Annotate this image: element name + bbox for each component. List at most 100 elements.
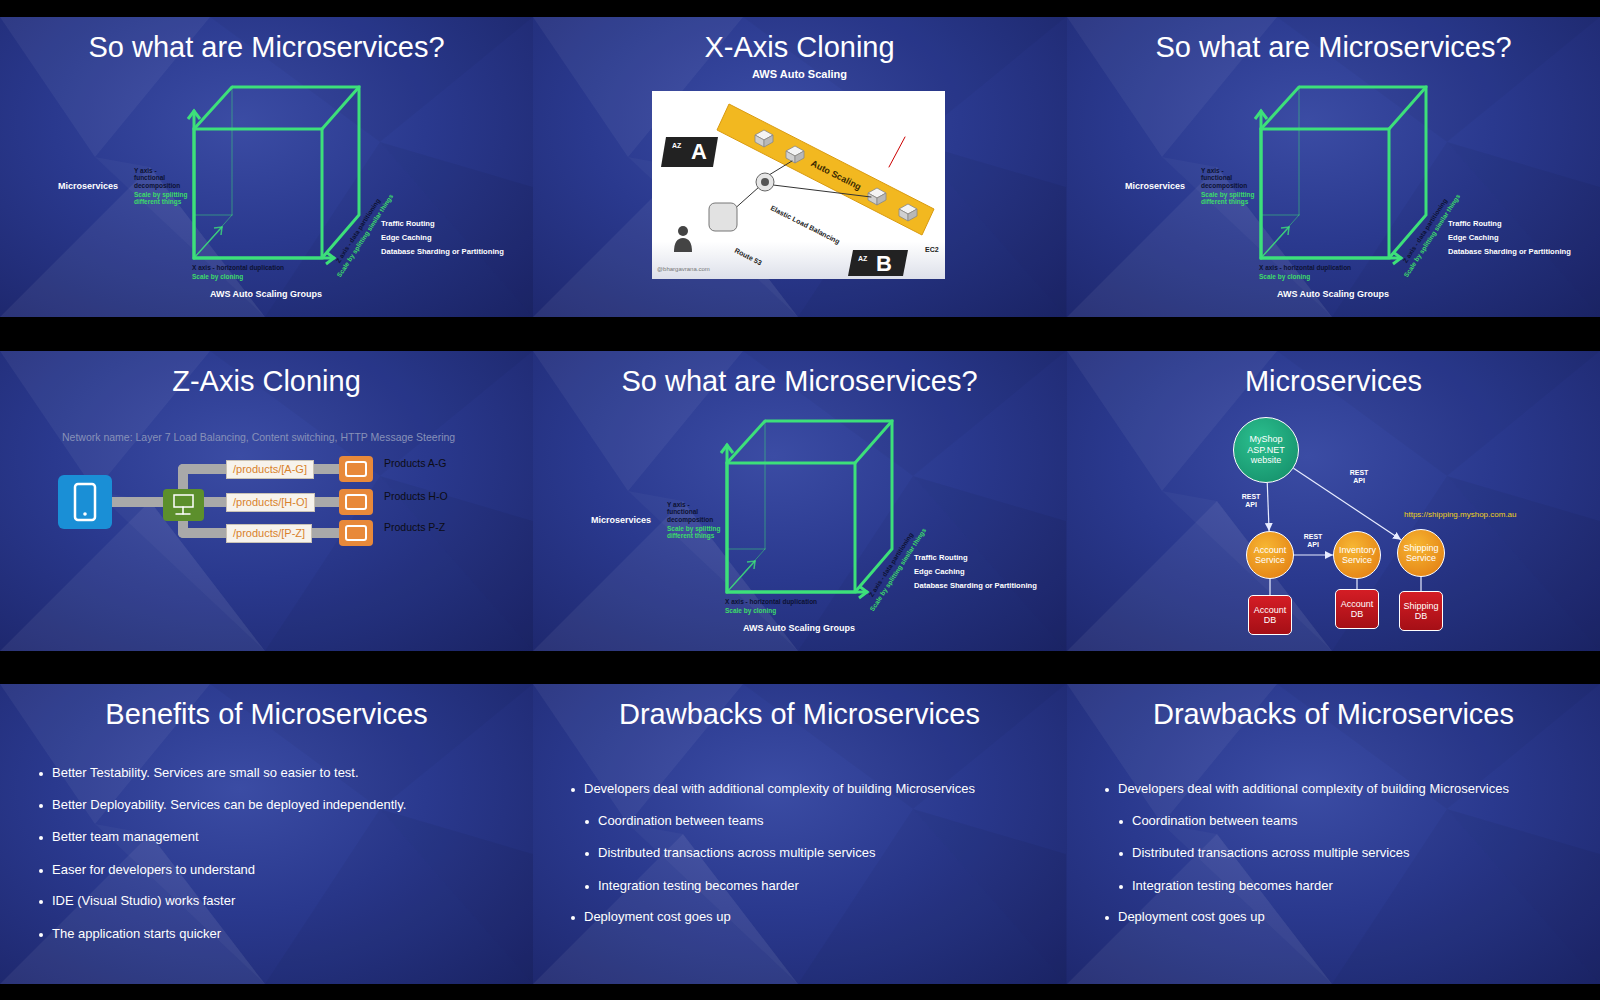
person-head: [678, 226, 688, 236]
connector: [1293, 468, 1401, 539]
bullet-text: The application starts quicker: [52, 927, 221, 942]
slide-title: So what are Microservices?: [1067, 31, 1600, 64]
edge-label: REST API: [1240, 493, 1262, 508]
node-text: Account DB: [1338, 599, 1376, 620]
hidden-edge: [765, 421, 766, 549]
x-axis-arrow: [1261, 257, 1401, 260]
cube-edge: [322, 87, 359, 129]
watermark: @bhargavrana.com: [657, 266, 710, 273]
slide-title: Microservices: [1067, 365, 1600, 398]
route-box: /products/[H-O]: [226, 493, 315, 512]
x-axis-arrow: [727, 591, 867, 594]
z-axis-arrow: [194, 227, 222, 258]
bullet-text: Better Deployability. Services can be de…: [52, 798, 406, 813]
cube-edge: [194, 87, 232, 129]
arrow-head: [859, 586, 867, 598]
bullet-dot: [585, 885, 589, 889]
arrow-head: [1281, 227, 1289, 235]
arrow-head: [721, 445, 733, 453]
axis-name: Z axis - data partitioning: [325, 183, 391, 279]
bullet-text: Developers deal with additional complexi…: [584, 782, 975, 797]
slide-content: Drawbacks of MicroservicesDevelopers dea…: [533, 684, 1067, 984]
bullet-dot: [39, 772, 43, 776]
axis-name: X axis - horizontal duplication: [192, 264, 284, 271]
network-note: Network name: Layer 7 Load Balancing, Co…: [62, 431, 455, 443]
zone-tag: AZ: [672, 142, 681, 150]
axis-note: Scale by splitting different things: [667, 525, 721, 540]
cube-back: [1299, 87, 1426, 258]
arrow-head: [1255, 111, 1267, 119]
z-axis-arrow: [727, 561, 755, 592]
server-screen: [346, 526, 366, 540]
arrow-head: [326, 252, 334, 264]
bullet-dot: [1105, 788, 1109, 792]
server-icon: [339, 520, 373, 546]
background-facet: [1332, 476, 1600, 651]
bullet-dot: [1119, 852, 1123, 856]
bullet-dot: [39, 804, 43, 808]
axis-caption: Edge Caching: [1448, 234, 1499, 243]
bullet-dot: [39, 933, 43, 937]
hidden-edge: [727, 549, 765, 550]
axis-note: Scale by splitting different things: [1201, 191, 1255, 206]
edge-label: REST API: [1348, 469, 1370, 484]
cube-front: [194, 129, 322, 258]
node-text: Shipping DB: [1402, 601, 1440, 622]
route-box: /products/[A-G]: [226, 460, 314, 479]
background-facet: [1332, 809, 1600, 984]
axis-name: X axis - horizontal duplication: [725, 598, 817, 605]
zone-tag: AZ: [858, 255, 867, 263]
slide-title: So what are Microservices?: [0, 31, 533, 64]
axis-caption: Traffic Routing: [381, 220, 435, 229]
bullet-dot: [39, 900, 43, 904]
network-wire: [889, 137, 905, 167]
slide-title: Benefits of Microservices: [0, 698, 533, 731]
slide-content: X-Axis CloningAWS Auto ScalingAZAAuto Sc…: [533, 17, 1067, 317]
network-wire: [769, 161, 792, 175]
node-text: /products/[H-O]: [233, 496, 308, 509]
part-label: EC2: [925, 246, 939, 254]
node-text: Account DB: [1251, 605, 1289, 626]
cube-edge: [1261, 87, 1299, 129]
service-circle: Shipping Service: [1397, 529, 1445, 577]
slide-title: Drawbacks of Microservices: [1067, 698, 1600, 731]
cube-edge: [1389, 87, 1426, 129]
instance-side: [877, 193, 886, 205]
hidden-edge: [194, 215, 232, 216]
router-icon: [182, 507, 184, 514]
slide-content: Microserviceshttps://shipping.myshop.com…: [1067, 351, 1600, 651]
background-facet: [798, 809, 1066, 984]
axis-name: Y axis - functional decomposition: [1201, 167, 1255, 189]
cube-edge: [727, 421, 765, 463]
axis-caption: AWS Auto Scaling Groups: [1233, 289, 1433, 299]
y-axis-arrow: [726, 445, 729, 592]
connector: [1420, 577, 1421, 591]
bullet-dot: [1105, 916, 1109, 920]
person-body: [674, 238, 692, 252]
arrow-head: [214, 227, 222, 235]
z-axis-arrow: [1261, 227, 1289, 258]
connector: [1356, 579, 1357, 589]
connector: [1269, 579, 1270, 595]
database-box: Account DB: [1335, 589, 1379, 629]
cube-front: [1261, 129, 1389, 258]
part-label: Elastic Load Balancing: [759, 199, 852, 252]
axis-caption: Microservices: [591, 515, 651, 525]
axis-caption: Microservices: [1125, 181, 1185, 191]
connector: [1294, 554, 1333, 555]
slide-title: So what are Microservices?: [533, 365, 1066, 398]
service-circle: Inventory Service: [1333, 531, 1381, 579]
node-text: MyShop ASP.NET website: [1241, 434, 1291, 465]
server-icon: [339, 489, 373, 515]
axis-caption: AWS Auto Scaling Groups: [699, 623, 899, 633]
product-label: Products P-Z: [384, 521, 445, 533]
load-balancer: [756, 173, 774, 191]
phone-outline: [75, 484, 95, 520]
bullet-text: IDE (Visual Studio) works faster: [52, 894, 235, 909]
axis-name: Y axis - functional decomposition: [134, 167, 188, 189]
instance-side: [868, 193, 877, 205]
auto-scaling-band: [717, 104, 934, 235]
zone-letter: A: [691, 139, 707, 164]
axis-name: Z axis - data partitioning: [858, 517, 924, 613]
